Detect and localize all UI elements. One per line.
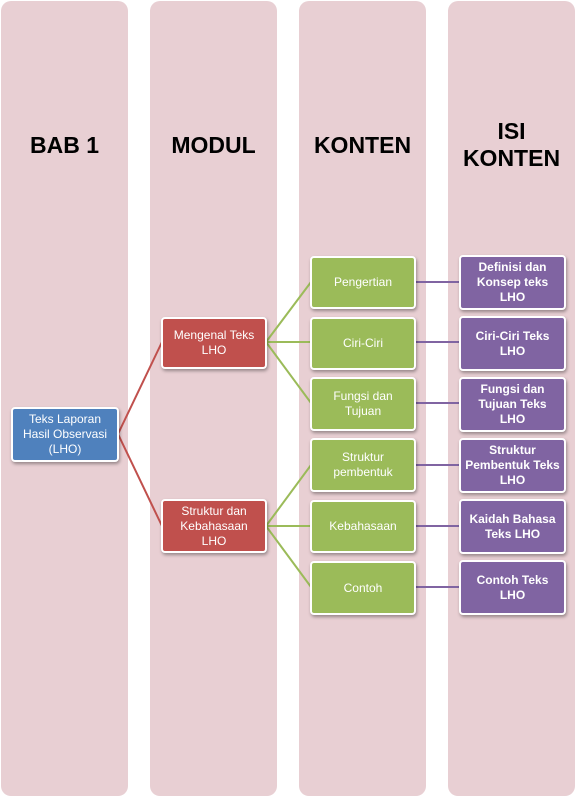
connector-root-module-1: [117, 341, 163, 435]
content-node-label: Fungsi dan Tujuan: [333, 389, 393, 418]
root-node: Teks Laporan Hasil Observasi (LHO): [11, 407, 119, 462]
content-node-fungsi: Fungsi dan Tujuan: [310, 377, 416, 431]
detail-node-label: Kaidah Bahasa Teks LHO: [469, 511, 556, 541]
detail-node-ciri: Ciri-Ciri Teks LHO: [459, 316, 566, 371]
column-title-line: ISI: [497, 118, 526, 144]
detail-node-label: Definisi dan Konsep teks LHO: [476, 260, 549, 304]
detail-node-fungsi: Fungsi dan Tujuan Teks LHO: [459, 377, 566, 432]
column-title-bab: BAB 1: [1, 132, 128, 159]
connector-module-content: [265, 281, 312, 343]
content-node-ciri: Ciri-Ciri: [310, 317, 416, 370]
module-node-label: Mengenal Teks LHO: [173, 328, 255, 357]
column-title-isi-konten: ISI KONTEN: [448, 118, 575, 172]
column-title-line: MODUL: [171, 132, 256, 158]
column-modul: MODUL: [150, 1, 277, 796]
detail-node-kaidah: Kaidah Bahasa Teks LHO: [459, 499, 566, 554]
detail-node-label: Fungsi dan Tujuan Teks LHO: [478, 382, 547, 426]
connector-module-content: [265, 464, 312, 527]
connector-module-content: [265, 525, 312, 588]
detail-node-label: Ciri-Ciri Teks LHO: [475, 328, 550, 358]
detail-node-definisi: Definisi dan Konsep teks LHO: [459, 255, 566, 310]
content-node-label: Struktur pembentuk: [333, 450, 393, 479]
content-node-contoh: Contoh: [310, 561, 416, 615]
detail-node-contoh: Contoh Teks LHO: [459, 560, 566, 615]
connector-module-content: [265, 341, 312, 404]
column-title-line: KONTEN: [462, 145, 561, 171]
content-node-kebahasaan: Kebahasaan: [310, 500, 416, 553]
column-title-modul: MODUL: [150, 132, 277, 159]
content-node-pengertian: Pengertian: [310, 256, 416, 309]
detail-node-label: Struktur Pembentuk Teks LHO: [465, 443, 560, 487]
connector-root-module-2: [117, 433, 163, 527]
column-title-line: KONTEN: [313, 132, 412, 158]
module-node-mengenal: Mengenal Teks LHO: [161, 317, 267, 369]
module-node-label: Struktur dan Kebahasaan LHO: [180, 503, 248, 548]
content-node-label: Contoh: [343, 580, 383, 595]
column-title-line: BAB 1: [29, 132, 99, 158]
column-bab: BAB 1: [1, 1, 128, 796]
content-node-struktur: Struktur pembentuk: [310, 438, 416, 492]
root-node-label: Teks Laporan Hasil Observasi (LHO): [22, 412, 108, 456]
content-node-label: Ciri-Ciri: [343, 336, 383, 350]
module-node-struktur: Struktur dan Kebahasaan LHO: [161, 499, 267, 553]
column-title-konten: KONTEN: [299, 132, 426, 159]
content-node-label: Kebahasaan: [329, 519, 397, 533]
detail-node-label: Contoh Teks LHO: [476, 572, 549, 602]
detail-node-struktur: Struktur Pembentuk Teks LHO: [459, 438, 566, 493]
content-node-label: Pengertian: [333, 275, 393, 289]
